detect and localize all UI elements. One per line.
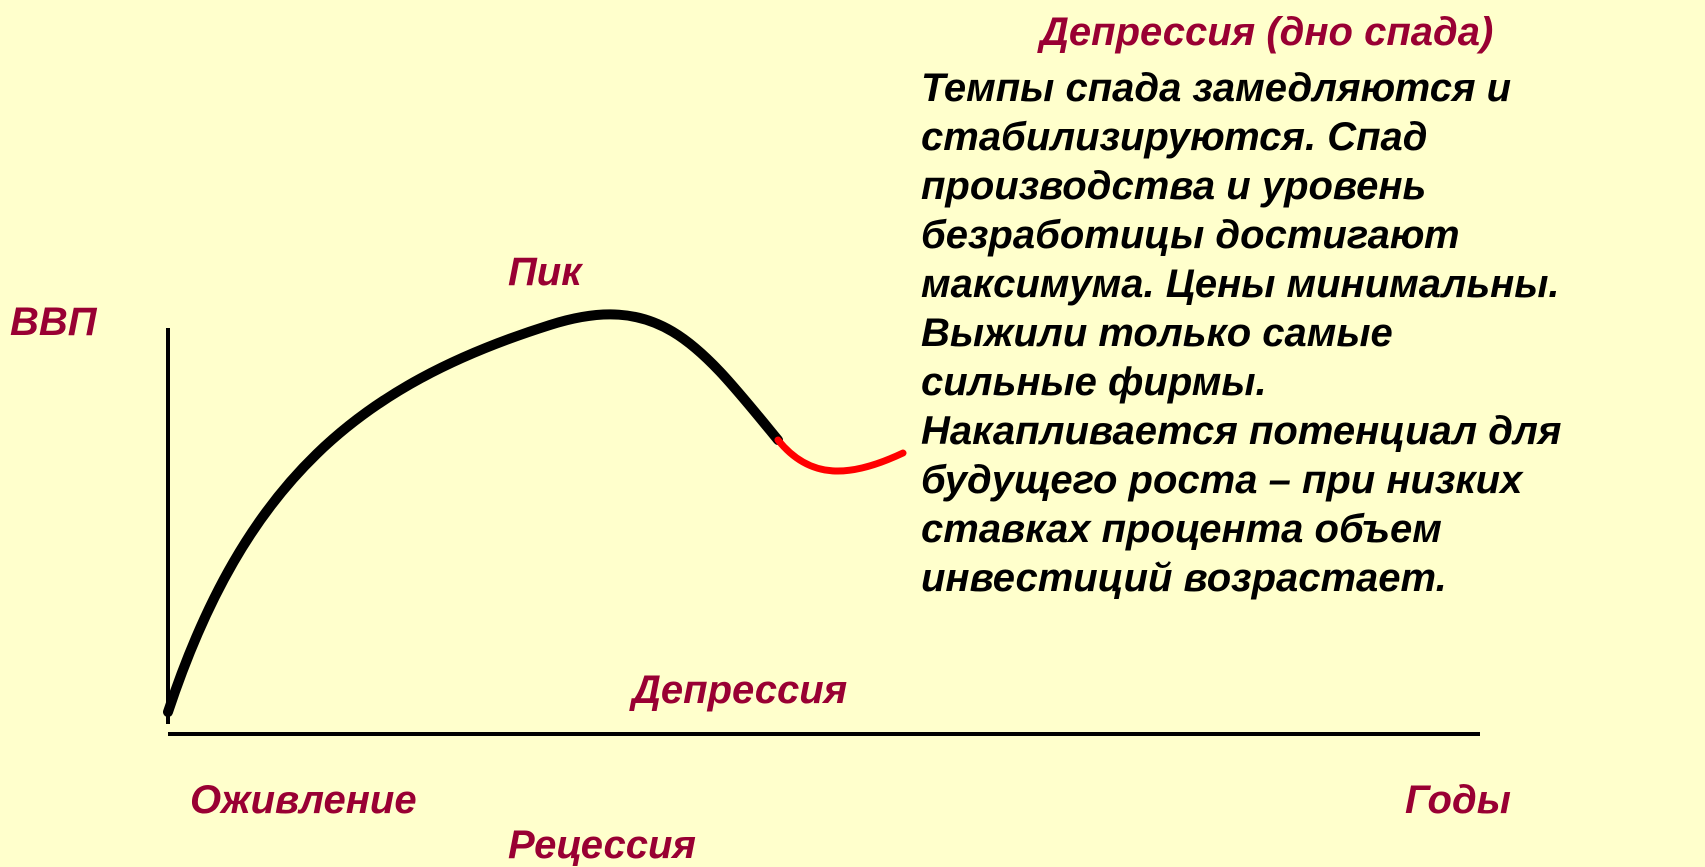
description-title: Депрессия (дно спада) (1040, 10, 1494, 54)
description-line: Выжили только самые (921, 311, 1393, 355)
y-axis-label: ВВП (10, 300, 97, 344)
depression-segment-red (774, 436, 907, 475)
x-axis-label: Годы (1405, 778, 1511, 822)
description-line: безработицы достигают (921, 213, 1460, 257)
description-line: ставках процента объем (921, 507, 1442, 551)
cycle-curve-black (163, 309, 783, 717)
recovery-label: Оживление (190, 778, 417, 822)
depression-label: Депрессия (632, 668, 848, 712)
description-text: Темпы спада замедляются и стабилизируются… (921, 64, 1691, 603)
description-line: сильные фирмы. (921, 360, 1267, 404)
description-line: стабилизируются. Спад (921, 115, 1428, 159)
description-line: максимума. Цены минимальны. (921, 262, 1560, 306)
description-line: Темпы спада замедляются и (921, 66, 1512, 110)
description-line: будущего роста – при низких (921, 458, 1523, 502)
peak-label: Пик (508, 250, 582, 294)
recession-label: Рецессия (508, 823, 696, 867)
description-line: производства и уровень (921, 164, 1427, 208)
description-line: Накапливается потенциал для (921, 409, 1562, 453)
description-line: инвестиций возрастает. (921, 556, 1447, 600)
